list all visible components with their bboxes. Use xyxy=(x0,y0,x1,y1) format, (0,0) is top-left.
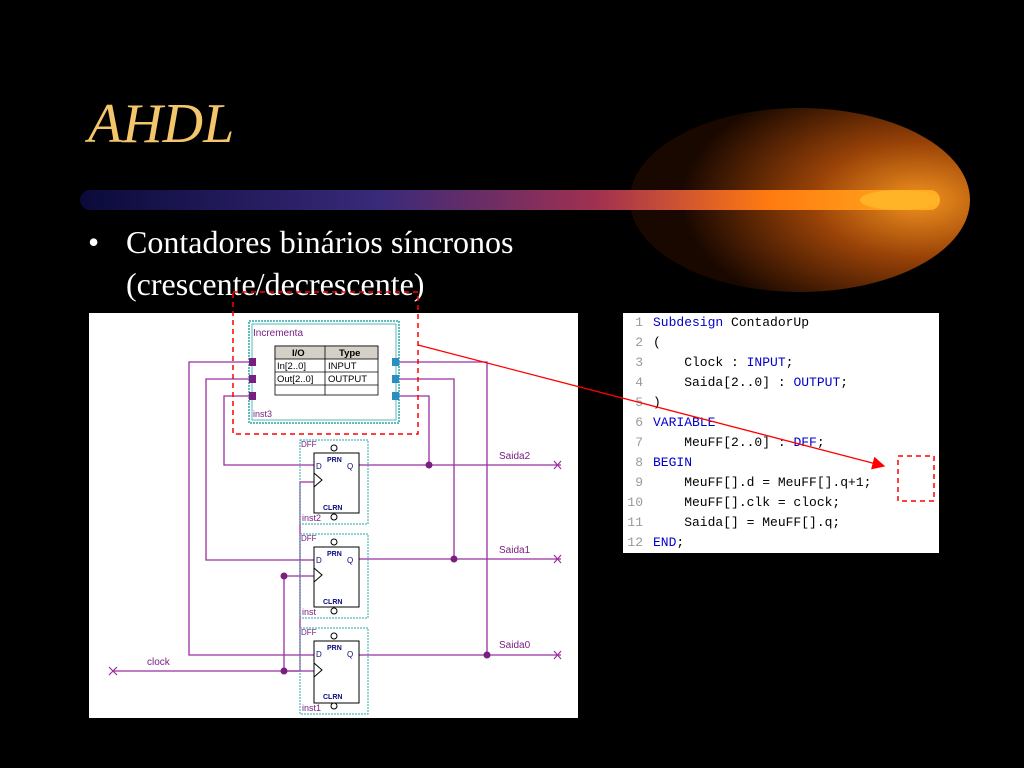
code-line: 9 MeuFF[].d = MeuFF[].q+1; xyxy=(623,473,871,493)
bullet-text-line1: Contadores binários síncronos xyxy=(126,224,514,260)
code-token: ; xyxy=(840,375,849,390)
output-label-saida0: Saida0 xyxy=(499,640,531,651)
line-number: 2 xyxy=(635,335,643,350)
output-label-saida2: Saida2 xyxy=(499,451,531,462)
code-token: ) xyxy=(653,395,661,410)
code-token: ; xyxy=(676,535,685,550)
line-number: 10 xyxy=(627,495,643,510)
wire-out2 xyxy=(399,395,430,465)
wire-out0 xyxy=(399,361,488,655)
dff-instance: inst xyxy=(302,607,317,617)
dff-q: Q xyxy=(347,556,353,565)
output-label-saida1: Saida1 xyxy=(499,545,531,556)
code-token: Saida[] = MeuFF[].q; xyxy=(653,515,841,530)
code-token: ; xyxy=(785,355,794,370)
code-line: 7 MeuFF[2..0] : DFF; xyxy=(623,433,825,453)
block-name: Incrementa xyxy=(253,328,303,339)
dff-prn: PRN xyxy=(327,645,342,652)
dff-type: DFF xyxy=(301,534,317,543)
code-token: MeuFF[2..0] : xyxy=(653,435,794,450)
comet-decoration xyxy=(80,108,970,292)
table-cell: OUTPUT xyxy=(328,374,367,385)
dff-clrn: CLRN xyxy=(323,599,342,606)
code-token: BEGIN xyxy=(653,455,693,470)
code-token: VARIABLE xyxy=(653,415,716,430)
code-token: ( xyxy=(653,335,661,350)
code-line: 8 BEGIN xyxy=(623,453,692,473)
code-line: 11 Saida[] = MeuFF[].q; xyxy=(623,513,840,533)
table-header-type: Type xyxy=(339,348,360,359)
dff-clrn: CLRN xyxy=(323,694,342,701)
clock-label: clock xyxy=(147,657,171,668)
dff-prn: PRN xyxy=(327,457,342,464)
line-number: 8 xyxy=(635,455,643,470)
code-token: ContadorUp xyxy=(723,315,810,330)
code-token: DFF xyxy=(793,435,817,450)
code-line: 12 END; xyxy=(623,533,684,553)
table-cell: INPUT xyxy=(328,361,357,372)
junctions xyxy=(280,461,491,675)
code-token: ; xyxy=(816,435,825,450)
line-number: 5 xyxy=(635,395,643,410)
dff-instance: inst2 xyxy=(302,513,321,523)
code-line: 4 Saida[2..0] : OUTPUT; xyxy=(623,373,848,393)
code-line: 10 MeuFF[].clk = clock; xyxy=(623,493,840,513)
line-number: 6 xyxy=(635,415,643,430)
code-token: Subdesign xyxy=(653,315,724,330)
line-number: 12 xyxy=(627,535,643,550)
code-token: OUTPUT xyxy=(793,375,841,390)
line-number: 9 xyxy=(635,475,643,490)
dff-q: Q xyxy=(347,650,353,659)
code-token: MeuFF[].d = MeuFF[].q+1; xyxy=(653,475,872,490)
code-token: Clock : xyxy=(653,355,747,370)
slide-title: AHDL xyxy=(88,93,235,155)
code-line: 5) xyxy=(623,393,661,413)
table-cell: Out[2..0] xyxy=(277,374,313,385)
line-number: 7 xyxy=(635,435,643,450)
dff-clrn: CLRN xyxy=(323,505,342,512)
dff-instance: inst1 xyxy=(302,703,321,713)
wire-in0 xyxy=(188,361,319,656)
code-line: 6 VARIABLE xyxy=(623,413,715,433)
schematic-diagram: Incrementa inst3 I/O Type In[2..0] xyxy=(89,313,578,718)
dff-d: D xyxy=(316,650,322,659)
dff-inst[interactable]: DFF PRN CLRN D Q inst xyxy=(299,533,369,619)
code-line: 2( xyxy=(623,333,661,353)
dff-type: DFF xyxy=(301,440,317,449)
dff-inst2[interactable]: DFF PRN CLRN D Q inst2 xyxy=(299,439,369,525)
code-token: MeuFF[].clk = clock; xyxy=(653,495,841,510)
incrementa-block[interactable]: Incrementa inst3 I/O Type In[2..0] xyxy=(248,320,400,424)
wire-out1 xyxy=(399,378,455,559)
dff-prn: PRN xyxy=(327,551,342,558)
dff-d: D xyxy=(316,462,322,471)
dff-type: DFF xyxy=(301,628,317,637)
bullet-text-line2: (crescente/decrescente) xyxy=(126,266,425,302)
line-number: 1 xyxy=(635,315,643,330)
code-token: Saida[2..0] : xyxy=(653,375,794,390)
code-token: END xyxy=(653,535,677,550)
table-cell: In[2..0] xyxy=(277,361,306,372)
dff-d: D xyxy=(316,556,322,565)
table-header-io: I/O xyxy=(292,348,305,359)
line-number: 11 xyxy=(627,515,643,530)
dff-inst1[interactable]: DFF PRN CLRN D Q inst1 xyxy=(299,627,369,715)
code-line: 3 Clock : INPUT; xyxy=(623,353,793,373)
code-token: INPUT xyxy=(746,355,786,370)
line-number: 4 xyxy=(635,375,643,390)
line-number: 3 xyxy=(635,355,643,370)
block-instance: inst3 xyxy=(253,409,272,419)
bullet-symbol: • xyxy=(88,224,100,260)
code-line: 1 Subdesign ContadorUp xyxy=(623,313,809,333)
wire-in1 xyxy=(205,378,319,561)
io-table: I/O Type In[2..0] INPUT Out[2..0] OUTPUT xyxy=(274,345,379,396)
dff-q: Q xyxy=(347,462,353,471)
